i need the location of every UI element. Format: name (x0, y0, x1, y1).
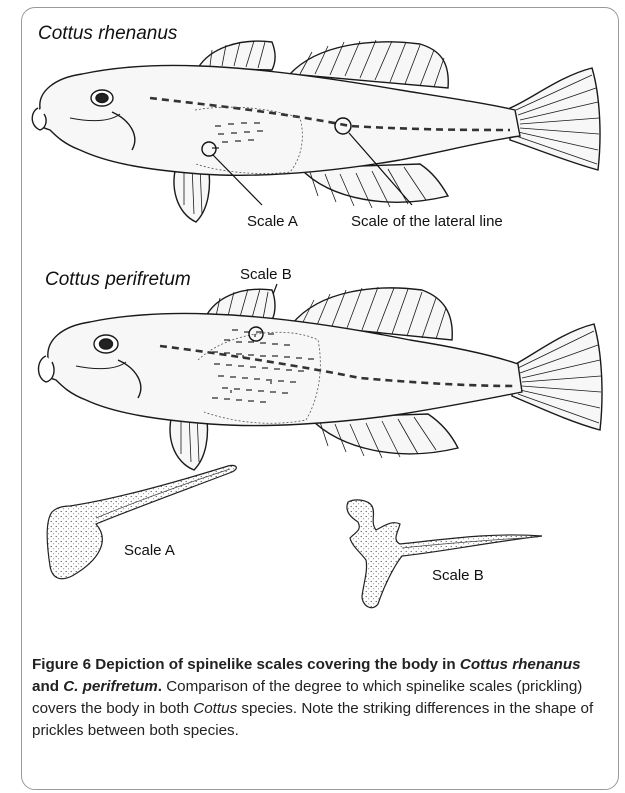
figure-illustration: Cottus rhenanus (0, 0, 625, 650)
scale-b-drawing (347, 500, 542, 608)
scale-a-drawing (47, 465, 236, 578)
figure-caption: Figure 6 Depiction of spinelike scales c… (32, 654, 607, 742)
caption-title-part1: Depiction of spinelike scales covering t… (91, 656, 460, 673)
scale-b-label-top: Scale B (240, 266, 292, 283)
caption-body-genus: Cottus (193, 700, 237, 717)
scale-a-label-detail: Scale A (124, 542, 175, 559)
fish-rhenanus (32, 40, 600, 222)
caption-title-species1: Cottus rhenanus (460, 656, 581, 673)
species-name-bottom: Cottus perifretum (45, 269, 191, 290)
fish-perifretum (39, 287, 603, 470)
scale-b-label-detail: Scale B (432, 567, 484, 584)
caption-label: Figure 6 (32, 656, 91, 673)
scale-lateral-label: Scale of the lateral line (351, 213, 503, 230)
species-name-top: Cottus rhenanus (38, 23, 178, 44)
scale-a-label-top: Scale A (247, 213, 298, 230)
caption-title-species2: C. perifretum (63, 678, 158, 695)
caption-title-part2: and (32, 678, 63, 695)
